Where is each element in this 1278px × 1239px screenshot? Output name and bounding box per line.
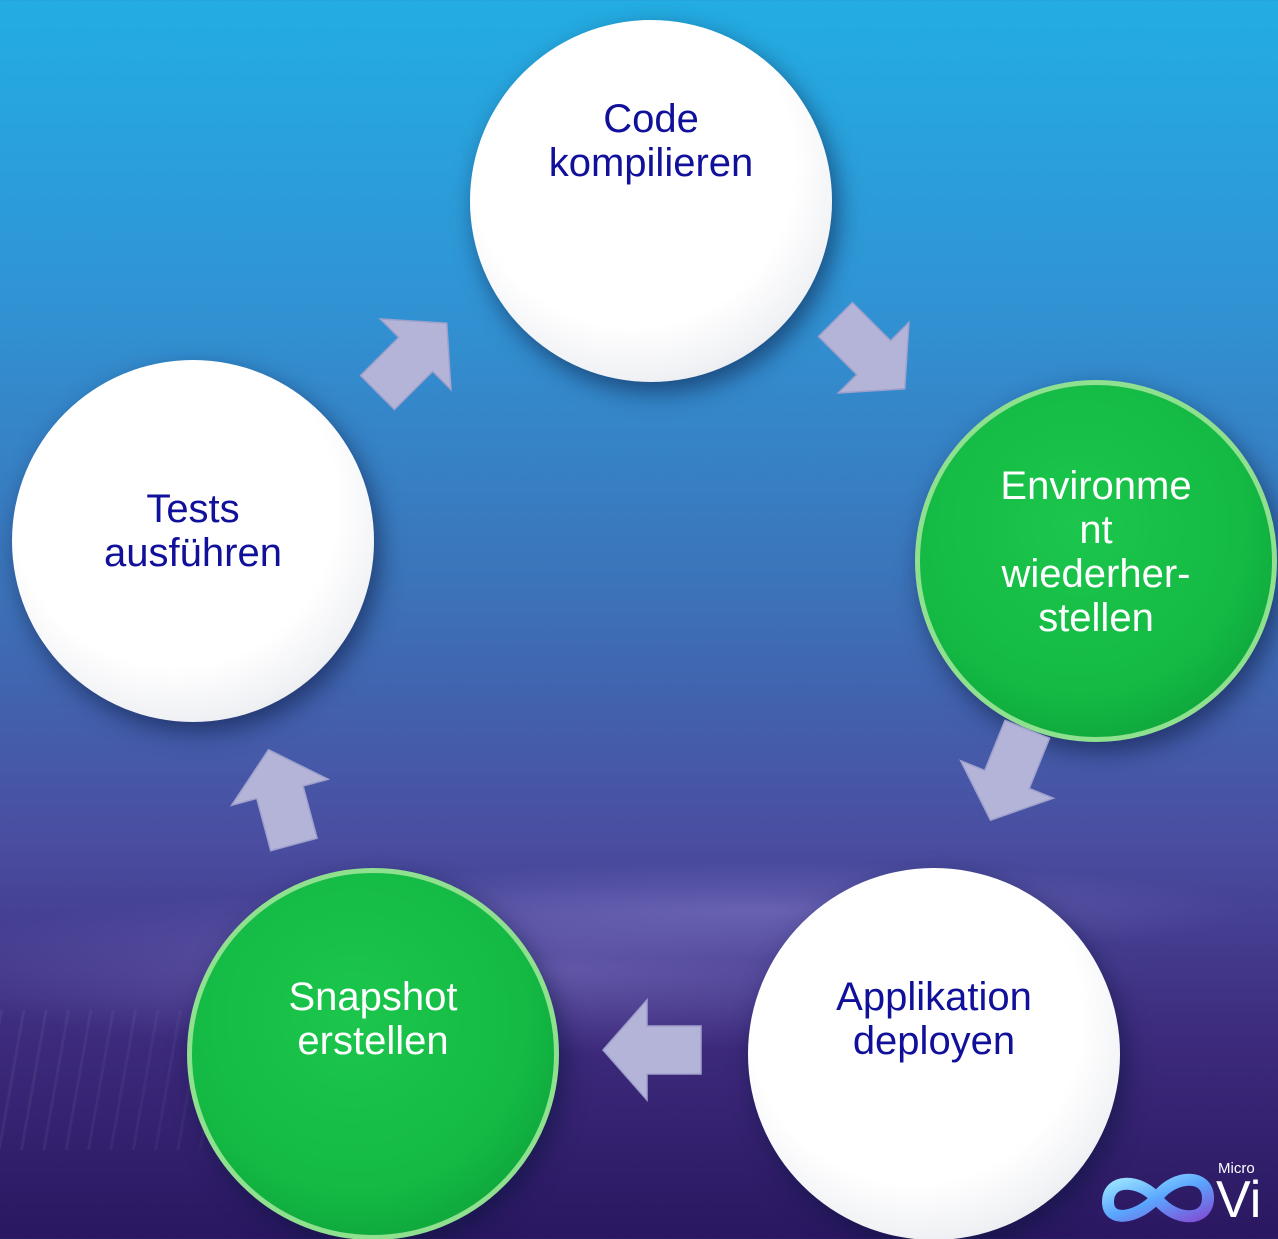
logo-text-small: Micro — [1218, 1160, 1255, 1177]
logo-text-big: Vi — [1216, 1171, 1262, 1229]
visual-studio-logo: Micro Vi — [1098, 1150, 1278, 1239]
infinity-icon — [1101, 1173, 1215, 1223]
